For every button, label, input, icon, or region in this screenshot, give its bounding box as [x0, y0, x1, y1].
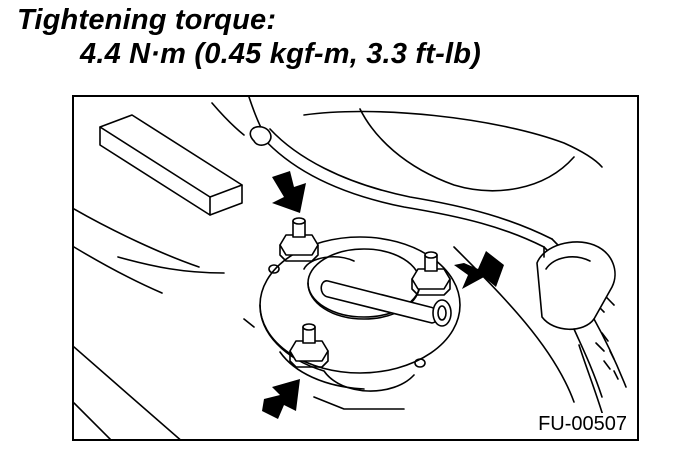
nut-upper-left — [279, 217, 319, 262]
arrow-upper-left — [272, 171, 306, 213]
nut-right — [411, 251, 451, 296]
connector-block — [99, 114, 243, 216]
technical-illustration: FU-00507 — [72, 95, 639, 441]
floor-ridge — [117, 256, 225, 274]
leader-line — [453, 246, 575, 403]
arrow-lower-left — [262, 379, 300, 419]
fuel-pump-plate-drawing — [74, 97, 627, 439]
floor-line-4 — [74, 402, 112, 439]
dome-outline-inner — [359, 108, 575, 192]
tightening-torque-value: 4.4 N·m (0.45 kgf-m, 3.3 ft-lb) — [80, 38, 481, 70]
dome-outline-top — [303, 110, 603, 168]
floor-line-1 — [74, 208, 200, 268]
figure-code-label: FU-00507 — [536, 413, 629, 436]
arrow-right — [454, 251, 504, 289]
base-line — [313, 396, 405, 410]
fuel-hose — [249, 125, 615, 313]
tightening-torque-title: Tightening torque: — [17, 4, 277, 36]
outlet-pipe — [303, 256, 452, 327]
nut-lower-left — [289, 323, 329, 368]
floor-line-3 — [74, 346, 181, 439]
floor-line-2 — [74, 246, 163, 294]
hose-fitting-right — [536, 241, 627, 420]
panel-edge-top-left — [211, 102, 245, 136]
